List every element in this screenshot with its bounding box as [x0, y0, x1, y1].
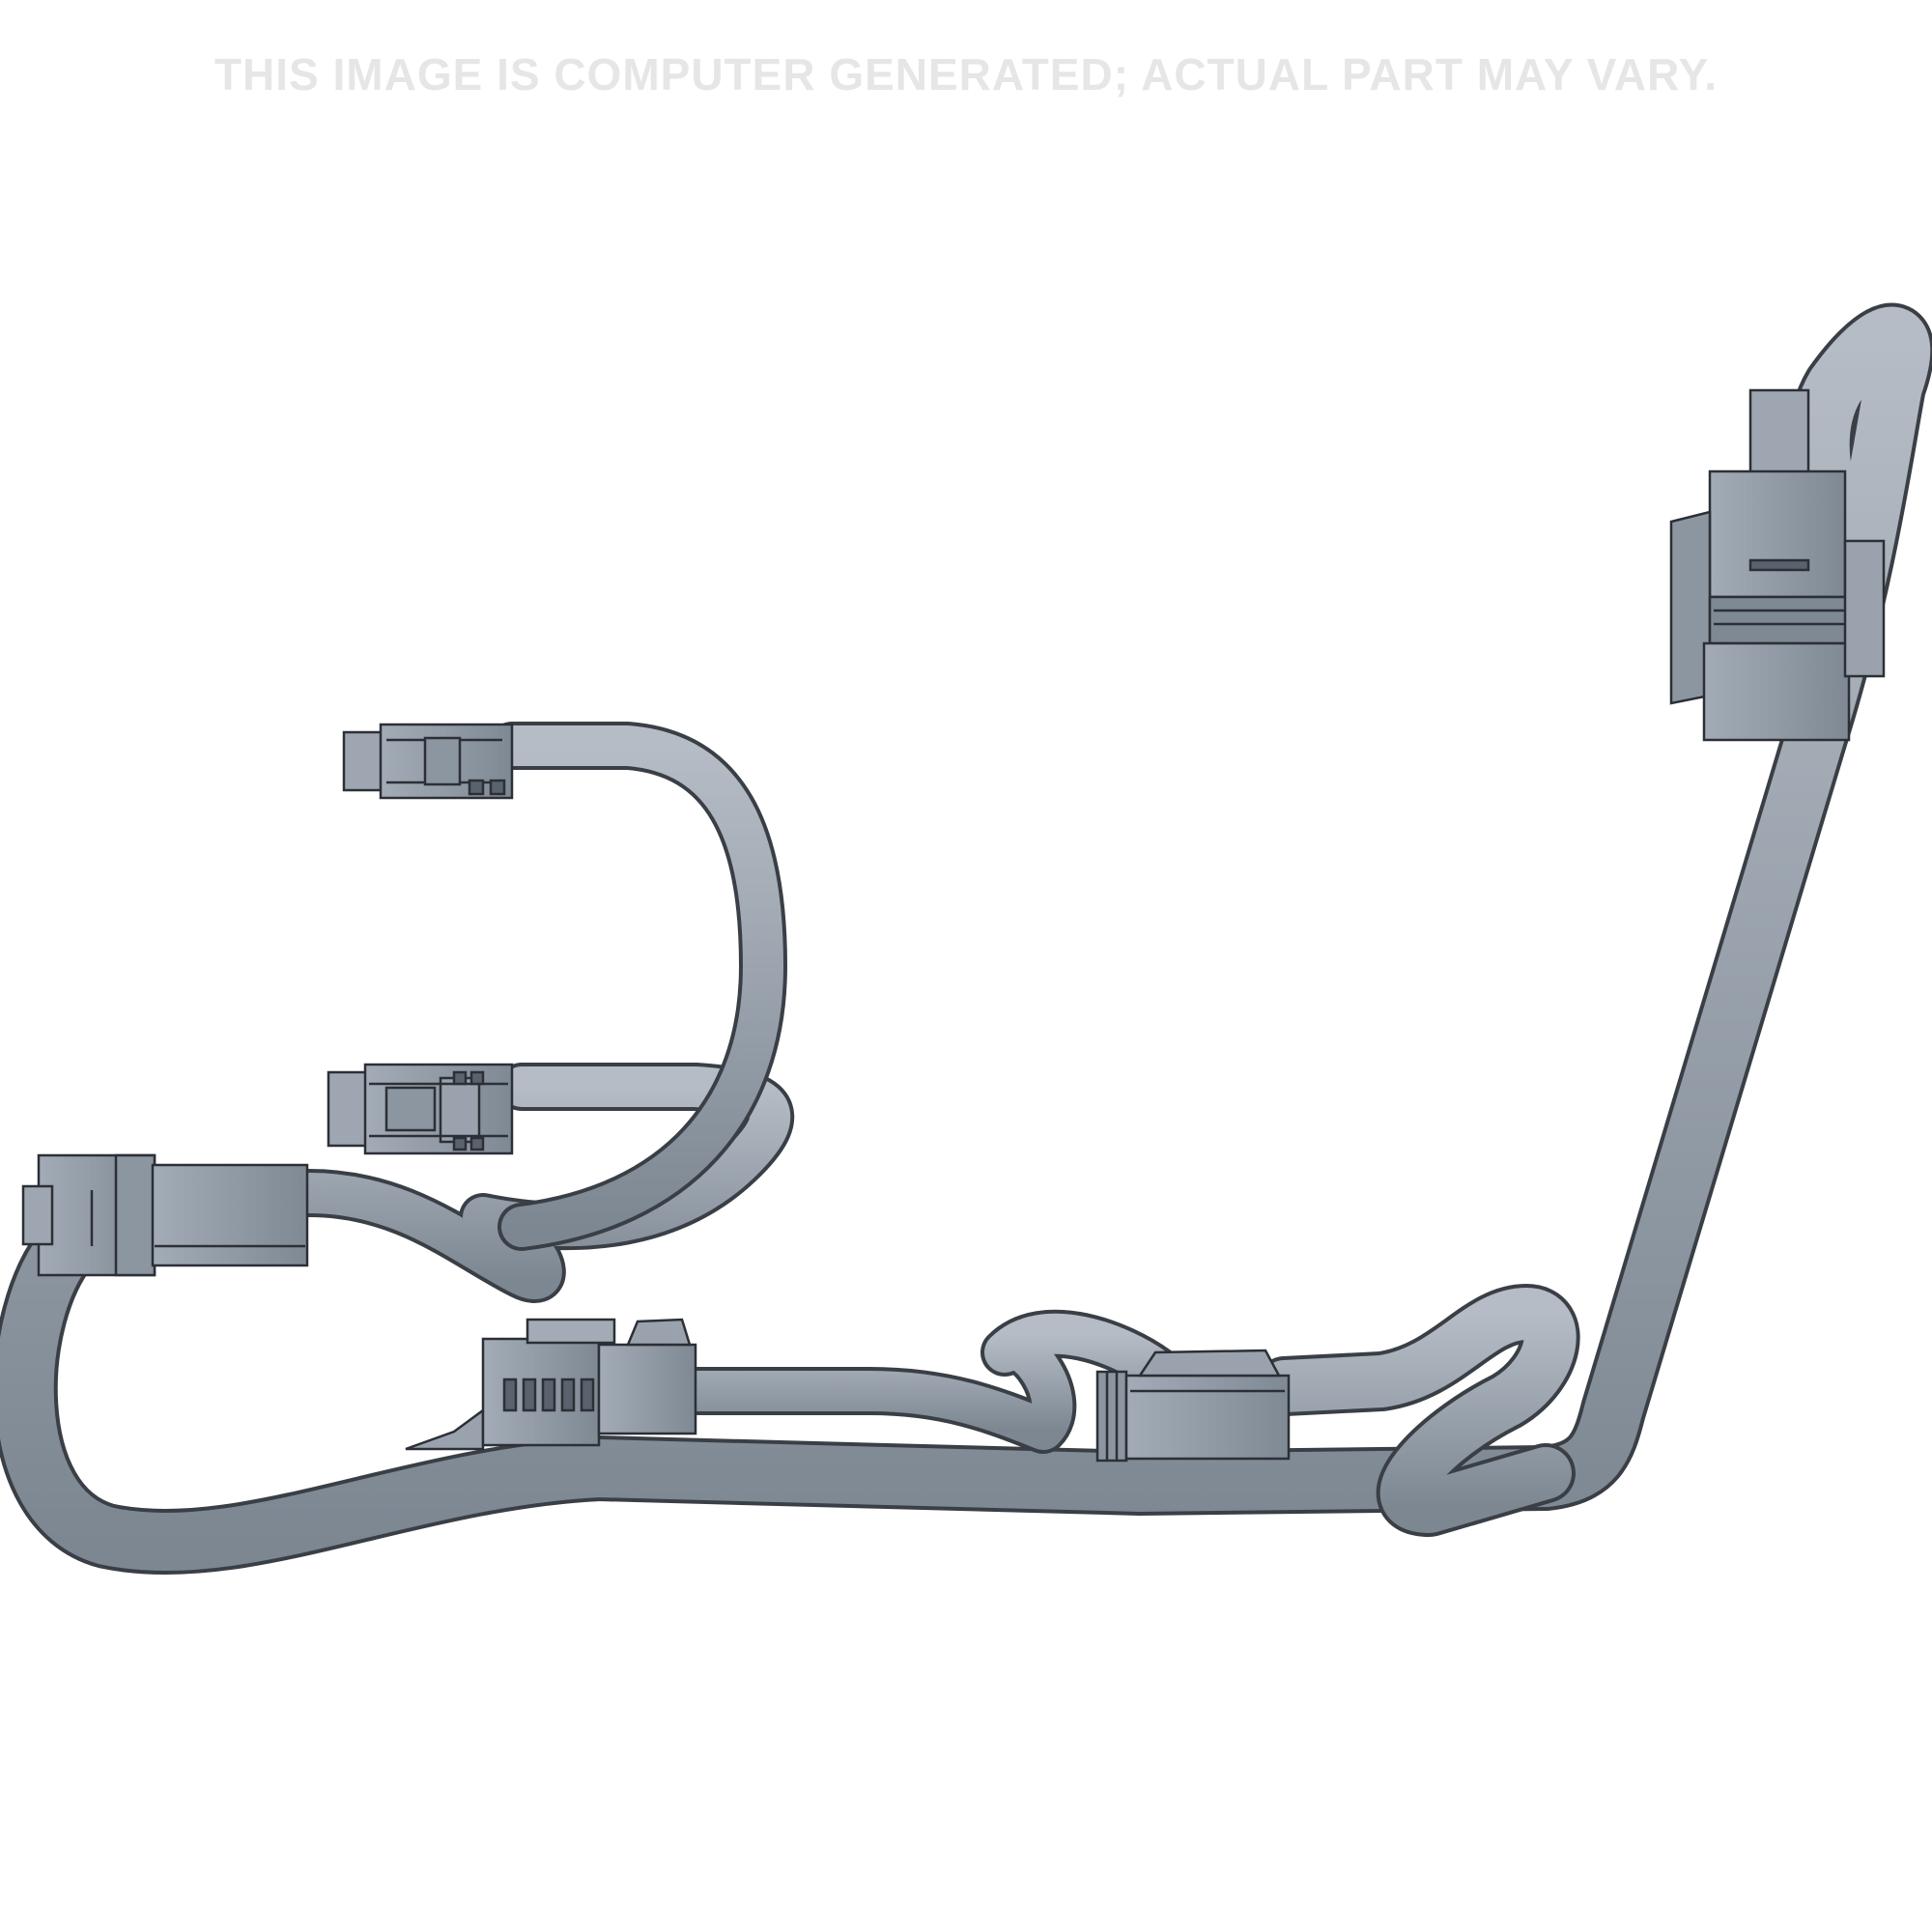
connector-pin-slots	[502, 1378, 595, 1412]
disclaimer-watermark: THIS IMAGE IS COMPUTER GENERATED; ACTUAL…	[213, 49, 1719, 99]
harness-cables	[0, 303, 1932, 1576]
round-center-connector	[1095, 1349, 1291, 1463]
middle-small-connector	[327, 1063, 514, 1155]
top-small-connector	[342, 723, 514, 800]
large-left-connector	[21, 1153, 309, 1277]
top-right-connector	[1669, 388, 1886, 742]
bracket-connector	[405, 1318, 697, 1451]
